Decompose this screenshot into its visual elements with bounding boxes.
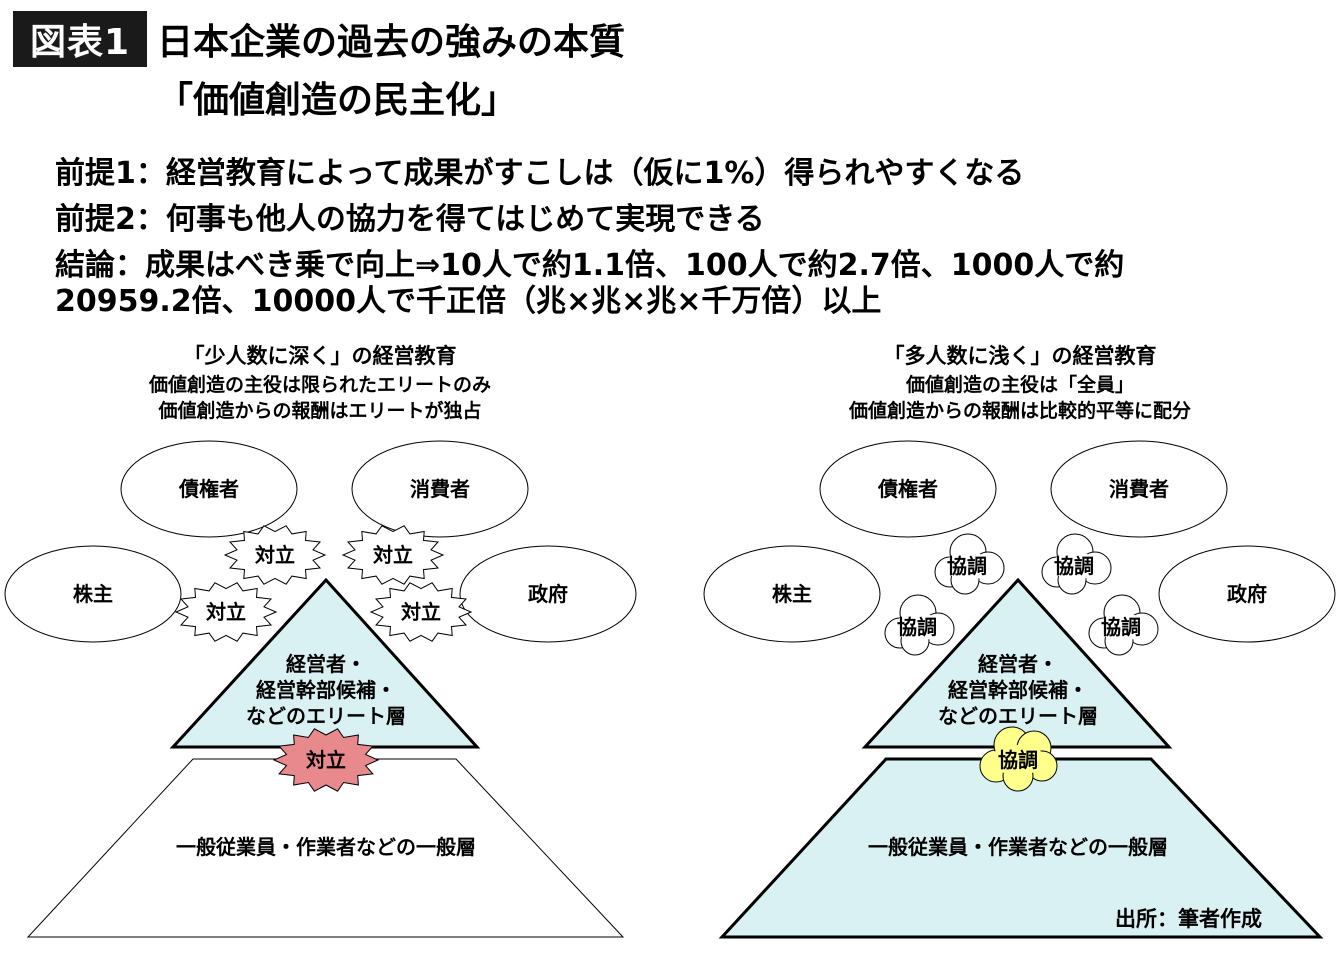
- left-ellipse-consumer: [351, 440, 529, 538]
- right-label-creditor: 債権者: [877, 477, 938, 501]
- right-elite-line-1: 経営者・: [978, 652, 1058, 676]
- left-elite-line-3: などのエリート層: [246, 704, 406, 728]
- left-elite-line-1: 経営者・: [286, 652, 366, 676]
- left-caption-3: 価値創造からの報酬はエリートが独占: [158, 400, 482, 422]
- figure-badge: 図表1: [13, 11, 147, 67]
- right-coop-label-main: 協調: [998, 748, 1038, 772]
- right-ellipse-consumer: [1050, 440, 1228, 538]
- premise-1: 前提1：経営教育によって成果がすこしは（仮に1%）得られやすくなる: [55, 156, 1025, 191]
- right-coop-label-2: 協調: [1054, 554, 1094, 578]
- source-note: 出所：筆者作成: [1115, 907, 1262, 931]
- left-conflict-label-4: 対立: [400, 600, 441, 624]
- left-conflict-label-2: 対立: [372, 543, 413, 567]
- right-caption-3: 価値創造からの報酬は比較的平等に配分: [848, 400, 1191, 422]
- right-caption-2: 価値創造の主役は「全員」: [905, 374, 1134, 396]
- left-conflict-burst-2: [341, 525, 445, 585]
- right-coop-label-3: 協調: [897, 615, 937, 639]
- left-caption-1: 「少人数に深く」の経営教育: [183, 344, 457, 368]
- right-ellipse-government: [1158, 545, 1336, 643]
- left-ellipse-government: [459, 545, 637, 643]
- conclusion-line-1: 結論：成果はべき乗で向上⇒10人で約1.1倍、100人で約2.7倍、1000人で…: [55, 248, 1125, 283]
- left-ellipse-shareholder: [4, 545, 182, 643]
- left-diagram: 債権者 消費者 株主 政府 一般従業員・作業者などの一般層 経営者・ 経営幹部候…: [4, 440, 637, 938]
- right-coop-label-4: 協調: [1101, 615, 1141, 639]
- left-ellipse-creditor: [120, 440, 298, 538]
- right-coop-label-1: 協調: [947, 554, 987, 578]
- title-line-2: 「価値創造の民主化」: [157, 80, 518, 121]
- right-elite-line-2: 経営幹部候補・: [948, 678, 1088, 702]
- left-conflict-label-1: 対立: [254, 543, 295, 567]
- right-elite-line-3: などのエリート層: [938, 704, 1098, 728]
- left-label-consumer: 消費者: [410, 477, 470, 501]
- right-label-government: 政府: [1227, 582, 1267, 606]
- left-conflict-burst-1: [223, 525, 327, 585]
- left-conflict-label-3: 対立: [205, 600, 246, 624]
- left-general-label: 一般従業員・作業者などの一般層: [176, 835, 476, 859]
- left-elite-line-2: 経営幹部候補・: [256, 678, 396, 702]
- right-ellipse-shareholder: [703, 545, 881, 643]
- right-general-layer: [718, 757, 1324, 939]
- conclusion-line-2: 20959.2倍、10000人で千正倍（兆×兆×兆×千万倍）以上: [55, 284, 882, 319]
- right-label-shareholder: 株主: [772, 582, 812, 606]
- right-general-label: 一般従業員・作業者などの一般層: [868, 835, 1168, 859]
- left-caption-2: 価値創造の主役は限られたエリートのみ: [148, 374, 491, 396]
- left-conflict-burst-3: [174, 582, 278, 642]
- right-caption-1: 「多人数に浅く」の経営教育: [883, 344, 1157, 368]
- right-ellipse-creditor: [819, 440, 997, 538]
- left-conflict-burst-4: [369, 582, 473, 642]
- premise-2: 前提2：何事も他人の協力を得てはじめて実現できる: [55, 202, 765, 237]
- right-label-consumer: 消費者: [1109, 477, 1169, 501]
- right-diagram: 債権者 消費者 株主 政府 一般従業員・作業者などの一般層 経営者・ 経営幹部候…: [703, 440, 1336, 939]
- left-conflict-burst-main: [272, 728, 380, 792]
- title-line-1: 日本企業の過去の強みの本質: [157, 22, 626, 63]
- left-label-creditor: 債権者: [178, 477, 239, 501]
- left-label-government: 政府: [528, 582, 568, 606]
- left-conflict-label-main: 対立: [305, 748, 346, 772]
- left-label-shareholder: 株主: [73, 582, 113, 606]
